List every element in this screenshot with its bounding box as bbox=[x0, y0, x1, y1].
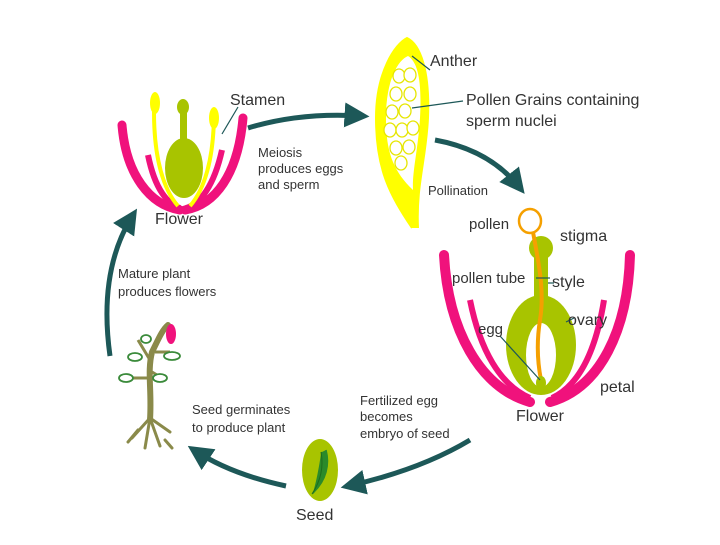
petal-left-outer bbox=[439, 250, 535, 407]
plant-leaf bbox=[152, 373, 168, 383]
label-egg: egg bbox=[478, 321, 503, 338]
label-flower-bottom: Flower bbox=[516, 408, 565, 425]
label-germinates-1: Seed germinates bbox=[192, 402, 291, 417]
egg-cell bbox=[536, 376, 546, 390]
flower-top-left bbox=[117, 92, 248, 215]
stamen-filament-left bbox=[152, 111, 180, 208]
pollen-grain bbox=[395, 122, 409, 138]
pollen-grain bbox=[385, 104, 399, 120]
pollen-grain bbox=[394, 155, 408, 171]
label-mature-2: produces flowers bbox=[118, 284, 217, 299]
egg-pointer bbox=[499, 335, 541, 381]
plant-stem bbox=[146, 322, 171, 423]
label-anther: Anther bbox=[430, 53, 478, 70]
pollen-grain bbox=[406, 120, 420, 136]
pistil-style bbox=[180, 108, 187, 144]
label-style: style bbox=[552, 274, 585, 291]
pollen-grain bbox=[398, 103, 412, 119]
cycle-arrow-plant-to-flower bbox=[104, 208, 138, 357]
cycle-arrow-flower-to-seed bbox=[340, 437, 472, 495]
anther-closeup bbox=[374, 36, 464, 229]
label-stamen: Stamen bbox=[230, 92, 285, 109]
stamen-anther-right bbox=[209, 107, 219, 129]
stamen-anther-left bbox=[150, 92, 160, 114]
label-pollination: Pollination bbox=[428, 183, 488, 198]
pollen-grain bbox=[403, 67, 417, 83]
plant-leaf bbox=[118, 373, 134, 383]
label-pollen-grains-2: sperm nuclei bbox=[466, 113, 557, 130]
label-seed: Seed bbox=[296, 507, 333, 524]
plant-branch bbox=[136, 339, 152, 361]
plant-leaf bbox=[163, 351, 181, 361]
label-germinates-2: to produce plant bbox=[192, 420, 286, 435]
label-pollen: pollen bbox=[469, 216, 509, 233]
pollen-grains-pointer bbox=[411, 100, 464, 109]
seed-embryo bbox=[312, 449, 329, 495]
label-pollen-tube: pollen tube bbox=[452, 270, 525, 287]
label-fertilized-3: embryo of seed bbox=[360, 426, 450, 441]
seed-embryo-line bbox=[311, 451, 323, 495]
label-meiosis-3: and sperm bbox=[258, 177, 319, 192]
cycle-arrow-anther-to-pistil bbox=[434, 137, 525, 194]
label-fertilized-1: Fertilized egg bbox=[360, 393, 438, 408]
mature-plant bbox=[118, 322, 181, 450]
cycle-arrow-seed-to-plant bbox=[187, 445, 287, 489]
seed bbox=[302, 439, 338, 501]
plant-flower-bud bbox=[166, 324, 176, 344]
label-fertilized-2: becomes bbox=[360, 409, 413, 424]
petal-right-outer bbox=[545, 250, 635, 407]
pollen-grain bbox=[403, 86, 417, 102]
petal-left-inner bbox=[467, 299, 532, 401]
stamen-pointer bbox=[221, 106, 239, 135]
label-stigma: stigma bbox=[560, 228, 607, 245]
pistil-ovary bbox=[165, 138, 203, 198]
petal-outer-left bbox=[117, 120, 185, 215]
label-meiosis-2: produces eggs bbox=[258, 161, 344, 176]
label-meiosis-1: Meiosis bbox=[258, 145, 303, 160]
plant-leaf bbox=[140, 334, 152, 344]
pollen-grain bbox=[389, 140, 403, 156]
pollen-on-stigma bbox=[517, 207, 543, 235]
pollen-tube-path bbox=[531, 231, 544, 381]
label-flower-top: Flower bbox=[155, 211, 204, 228]
pistil-stigma bbox=[177, 99, 189, 115]
ovary-pointer bbox=[565, 317, 575, 323]
anther-pointer bbox=[411, 55, 431, 71]
petal-right-inner bbox=[550, 299, 607, 401]
ovary-chamber bbox=[526, 323, 556, 387]
plant-leaf bbox=[127, 352, 143, 362]
petal-inner-right bbox=[184, 149, 225, 211]
label-ovary: ovary bbox=[568, 312, 607, 329]
pollen-grain bbox=[402, 139, 416, 155]
flower-bottom-right bbox=[439, 207, 635, 407]
pollen-grain bbox=[392, 68, 406, 84]
label-mature-1: Mature plant bbox=[118, 266, 191, 281]
label-pollen-grains-1: Pollen Grains containing bbox=[466, 92, 639, 109]
label-petal: petal bbox=[600, 379, 635, 396]
pollen-grain bbox=[383, 122, 397, 138]
cycle-arrow-stamen-to-anther bbox=[247, 102, 370, 131]
pollen-grains bbox=[383, 67, 420, 171]
pollen-grain bbox=[389, 86, 403, 102]
plant-roots bbox=[126, 416, 174, 450]
